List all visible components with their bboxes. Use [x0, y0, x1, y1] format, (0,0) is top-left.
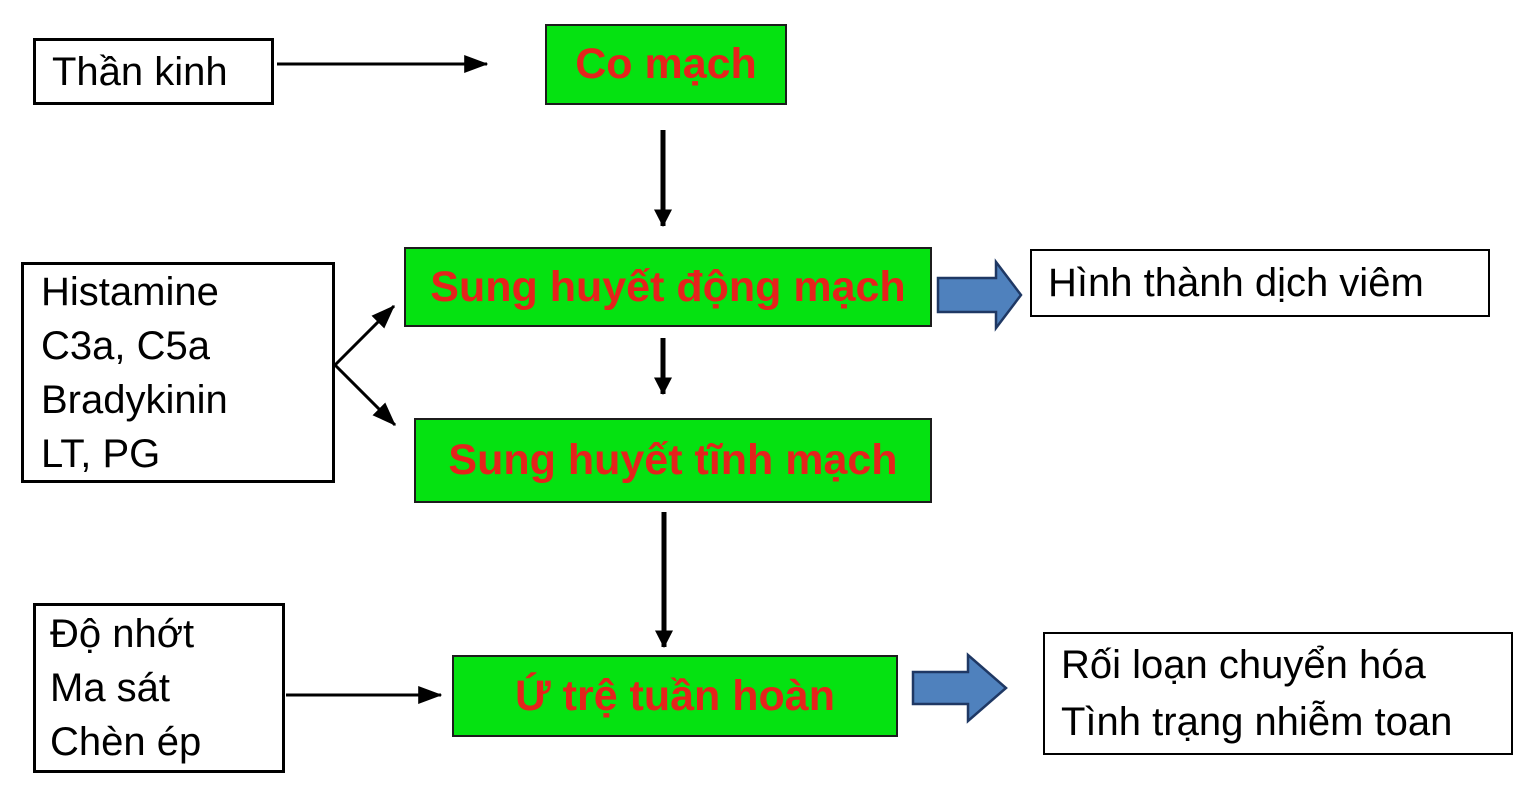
node-u-tre-tuan-hoan: Ứ trệ tuần hoàn — [452, 655, 898, 737]
roi-loan-line-nhiem-toan: Tình trạng nhiễm toan — [1061, 699, 1453, 744]
roi-loan-line-chuyen-hoa: Rối loạn chuyển hóa — [1061, 642, 1426, 687]
node-mediators: Histamine C3a, C5a Bradykinin LT, PG — [21, 262, 335, 483]
mediator-line-bradykinin: Bradykinin — [41, 377, 228, 422]
node-sung-huyet-tinh-mach-label: Sung huyết tĩnh mạch — [448, 436, 898, 484]
node-hinh-thanh-dich-viem: Hình thành dịch viêm — [1030, 249, 1490, 317]
node-than-kinh-label: Thần kinh — [52, 49, 228, 94]
node-co-mach: Co mạch — [545, 24, 787, 105]
block-arrow-to-roi-loan — [911, 652, 1008, 724]
mediator-line-c3a-c5a: C3a, C5a — [41, 323, 210, 368]
physical-line-do-nhot: Độ nhớt — [50, 612, 195, 656]
node-than-kinh: Thần kinh — [33, 38, 274, 105]
physical-line-chen-ep: Chèn ép — [50, 720, 202, 764]
node-sung-huyet-dong-mach-label: Sung huyết động mạch — [430, 262, 906, 311]
node-sung-huyet-tinh-mach: Sung huyết tĩnh mạch — [414, 418, 932, 503]
mediator-line-lt-pg: LT, PG — [41, 431, 161, 476]
node-u-tre-tuan-hoan-label: Ứ trệ tuần hoàn — [515, 671, 835, 720]
block-arrow-to-hinh-thanh-dich-viem — [936, 258, 1023, 332]
arrow-mediators-to-sung-huyet-dong-mach — [333, 304, 396, 367]
arrow-mediators-to-sung-huyet-tinh-mach — [333, 363, 397, 427]
node-sung-huyet-dong-mach: Sung huyết động mạch — [404, 247, 932, 327]
node-hinh-thanh-dich-viem-label: Hình thành dịch viêm — [1048, 261, 1424, 305]
mediator-line-histamine: Histamine — [41, 269, 219, 314]
node-co-mach-label: Co mạch — [575, 40, 757, 88]
physical-line-ma-sat: Ma sát — [50, 666, 171, 710]
node-roi-loan: Rối loạn chuyển hóa Tình trạng nhiễm toa… — [1043, 632, 1513, 755]
node-physical-factors: Độ nhớt Ma sát Chèn ép — [33, 603, 285, 773]
